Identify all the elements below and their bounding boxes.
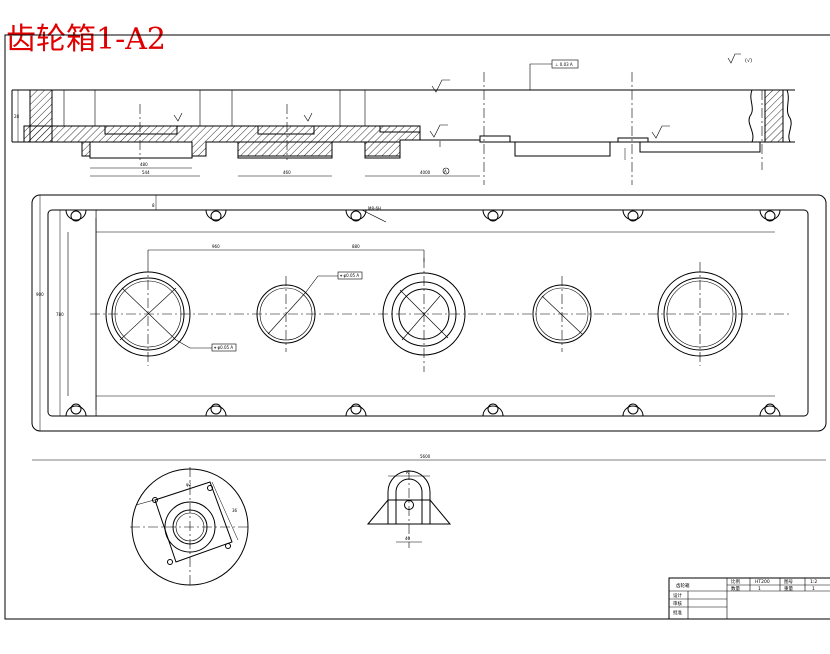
tb-scale-value: 1:2 [810,579,817,585]
tb-qty-value: 1 [758,586,761,592]
plan-inner-flange [47,209,809,417]
dim-slot-c: 460 [283,170,291,175]
tolerance-frame-1: ⌖ φ0.05 A [340,273,359,278]
bolt-lugs-bottom [65,403,781,417]
bore-1 [105,262,191,366]
dim-bore-pitch-1: 960 [212,244,220,249]
dim-slot-b: 544 [142,170,150,175]
tb-drawing-name: 齿轮箱 [676,582,690,589]
hatched-flange [23,125,421,157]
lug-radius-label: R [406,470,409,475]
tb-qty-label: 数量 [731,585,740,592]
dim-top-left-height: 28 [14,114,20,119]
lug-width-dim: 40 [405,536,411,541]
bolt-lugs-top [65,209,781,222]
section-view: ⊥ 0.03 A 480 544 460 4000 28 A (√) [11,53,795,185]
hatched-wall-right [764,89,784,143]
tb-checker: 审核 [673,600,682,607]
dim-slot-a: 480 [140,162,148,167]
detail-circle-view: 36 φ2 [130,467,250,587]
dim-width-inner: 780 [56,312,64,317]
dim-overall-length: 5600 [420,454,431,459]
tb-sheet-label: 图号 [784,579,793,585]
tolerance-frame-2: ⌖ φ0.05 A [214,345,233,350]
bore-4 [532,276,592,352]
sheet-border [4,34,830,620]
drawing-title: 齿轮箱1-A2 [6,22,166,57]
tb-approve: 批准 [673,609,682,616]
tb-designer: 设计 [673,592,682,599]
dim-slot-depth: 8 [152,203,155,208]
roughness-note: (√) [745,58,752,64]
dim-bore-pitch-2: 880 [352,244,360,249]
title-block: 齿轮箱 比例 HT200 图号 1:2 数量 1 重量 1 设计 审核 批准 [668,577,830,620]
datum-label: A [444,169,447,174]
tb-material-value: HT200 [755,579,770,585]
plan-view: 960 880 5600 900 780 8 M8-6H ⌖ φ0.05 A ⌖… [31,194,827,461]
tb-scale-label: 比例 [731,578,740,585]
tapped-note: M8-6H [368,206,381,211]
lug-detail: 40 R [366,470,452,548]
tb-weight-label: 重量 [784,585,793,592]
tb-sheet-value: 1 [812,586,815,592]
bore-2 [256,276,316,352]
plan-outer-outline [31,194,827,432]
detail-offset-dim: 36 [232,508,238,513]
dim-bottom-right: 4000 [420,170,431,175]
bore-3 [382,258,466,372]
dim-width-outer: 900 [36,292,44,297]
bore-5 [657,262,743,366]
detail-hole-label: φ2 [186,482,192,487]
tolerance-frame-top: ⊥ 0.03 A [555,62,573,67]
